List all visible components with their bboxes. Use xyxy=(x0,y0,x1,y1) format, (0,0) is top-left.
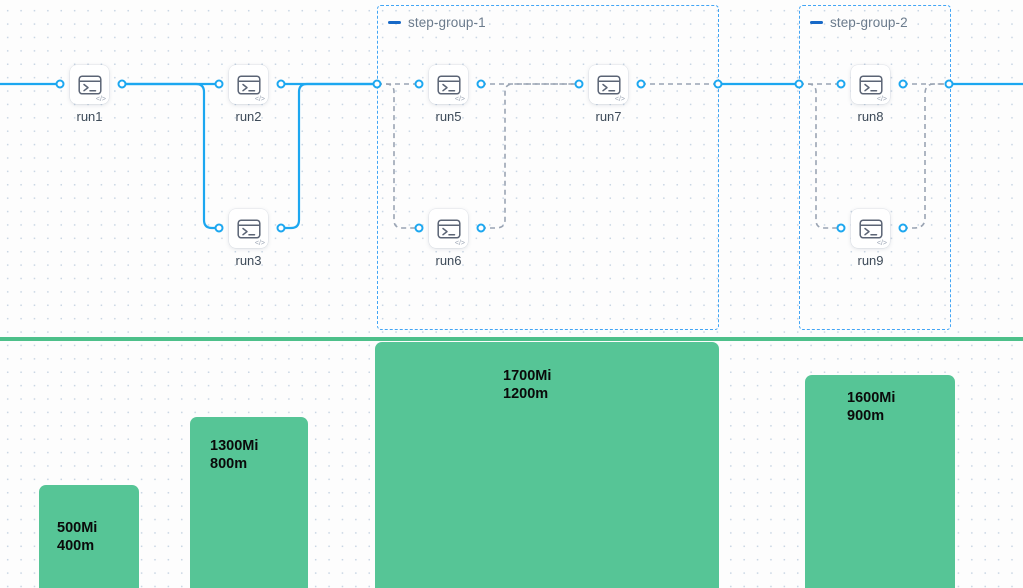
node-label-run9: run9 xyxy=(857,253,884,268)
handle-run9-right[interactable] xyxy=(898,223,908,233)
code-badge-icon: </> xyxy=(876,96,887,103)
group-step-group-2[interactable]: step-group-2 xyxy=(799,5,951,330)
node-run3[interactable]: </> run3 xyxy=(229,209,268,268)
node-label-run8: run8 xyxy=(857,109,884,124)
node-icon-wrap xyxy=(70,65,109,104)
node-label-run5: run5 xyxy=(435,109,462,124)
group-label-step-group-1: step-group-1 xyxy=(388,15,486,30)
terminal-icon xyxy=(858,218,883,239)
node-icon-wrap xyxy=(851,65,890,104)
section-divider xyxy=(0,337,1023,341)
resource-bar-label: 1600Mi 900m xyxy=(847,390,896,424)
handle-run8-right[interactable] xyxy=(898,79,908,89)
node-run8[interactable]: </> run8 xyxy=(851,65,890,124)
node-label-run7: run7 xyxy=(595,109,622,124)
node-run9[interactable]: </> run9 xyxy=(851,209,890,268)
handle-group1-right[interactable] xyxy=(713,79,723,89)
node-run7[interactable]: </> run7 xyxy=(589,65,628,124)
group-label-step-group-2: step-group-2 xyxy=(810,15,908,30)
terminal-icon xyxy=(236,218,261,239)
resource-bar-label: 500Mi 400m xyxy=(57,520,98,554)
handle-run7-left[interactable] xyxy=(574,79,584,89)
node-run6[interactable]: </> run6 xyxy=(429,209,468,268)
handle-run9-left[interactable] xyxy=(836,223,846,233)
node-run1[interactable]: </> run1 xyxy=(70,65,109,124)
terminal-icon xyxy=(436,218,461,239)
edge-run1-run3 xyxy=(122,82,219,230)
group-dash-icon xyxy=(810,21,823,24)
resource-bar-label: 1300Mi 800m xyxy=(210,438,259,472)
group-label-text: step-group-1 xyxy=(408,15,486,30)
resource-bar-2[interactable]: 1300Mi 800m xyxy=(190,417,308,588)
node-label-run2: run2 xyxy=(235,109,262,124)
handle-run6-right[interactable] xyxy=(476,223,486,233)
node-icon-wrap xyxy=(589,65,628,104)
group-dash-icon xyxy=(388,21,401,24)
handle-run1-right[interactable] xyxy=(117,79,127,89)
handle-run2-left[interactable] xyxy=(214,79,224,89)
terminal-icon xyxy=(596,74,621,95)
node-run5[interactable]: </> run5 xyxy=(429,65,468,124)
terminal-icon xyxy=(858,74,883,95)
handle-run8-left[interactable] xyxy=(836,79,846,89)
node-icon-wrap xyxy=(429,209,468,248)
code-badge-icon: </> xyxy=(876,240,887,247)
code-badge-icon: </> xyxy=(95,96,106,103)
group-label-text: step-group-2 xyxy=(830,15,908,30)
node-icon-wrap xyxy=(429,65,468,104)
terminal-icon xyxy=(77,74,102,95)
code-badge-icon: </> xyxy=(254,240,265,247)
node-run2[interactable]: </> run2 xyxy=(229,65,268,124)
node-label-run3: run3 xyxy=(235,253,262,268)
node-icon-wrap xyxy=(229,209,268,248)
group-step-group-1[interactable]: step-group-1 xyxy=(377,5,719,330)
handle-run5-right[interactable] xyxy=(476,79,486,89)
resource-bar-label: 1700Mi 1200m xyxy=(503,368,552,402)
handle-group2-left[interactable] xyxy=(794,79,804,89)
handle-run2-right[interactable] xyxy=(276,79,286,89)
node-label-run6: run6 xyxy=(435,253,462,268)
handle-run6-left[interactable] xyxy=(414,223,424,233)
handle-group1-left[interactable] xyxy=(372,79,382,89)
handle-run3-right[interactable] xyxy=(276,223,286,233)
resource-bar-3[interactable]: 1700Mi 1200m xyxy=(375,342,719,588)
handle-group2-right[interactable] xyxy=(944,79,954,89)
handle-run1-left[interactable] xyxy=(55,79,65,89)
handle-run3-left[interactable] xyxy=(214,223,224,233)
edge-run3-group1 xyxy=(281,82,377,230)
code-badge-icon: </> xyxy=(454,96,465,103)
node-label-run1: run1 xyxy=(76,109,103,124)
node-icon-wrap xyxy=(229,65,268,104)
code-badge-icon: </> xyxy=(614,96,625,103)
handle-run5-left[interactable] xyxy=(414,79,424,89)
code-badge-icon: </> xyxy=(254,96,265,103)
node-icon-wrap xyxy=(851,209,890,248)
terminal-icon xyxy=(236,74,261,95)
resource-bar-1[interactable]: 500Mi 400m xyxy=(39,485,139,588)
code-badge-icon: </> xyxy=(454,240,465,247)
terminal-icon xyxy=(436,74,461,95)
handle-run7-right[interactable] xyxy=(636,79,646,89)
resource-bar-4[interactable]: 1600Mi 900m xyxy=(805,375,955,588)
